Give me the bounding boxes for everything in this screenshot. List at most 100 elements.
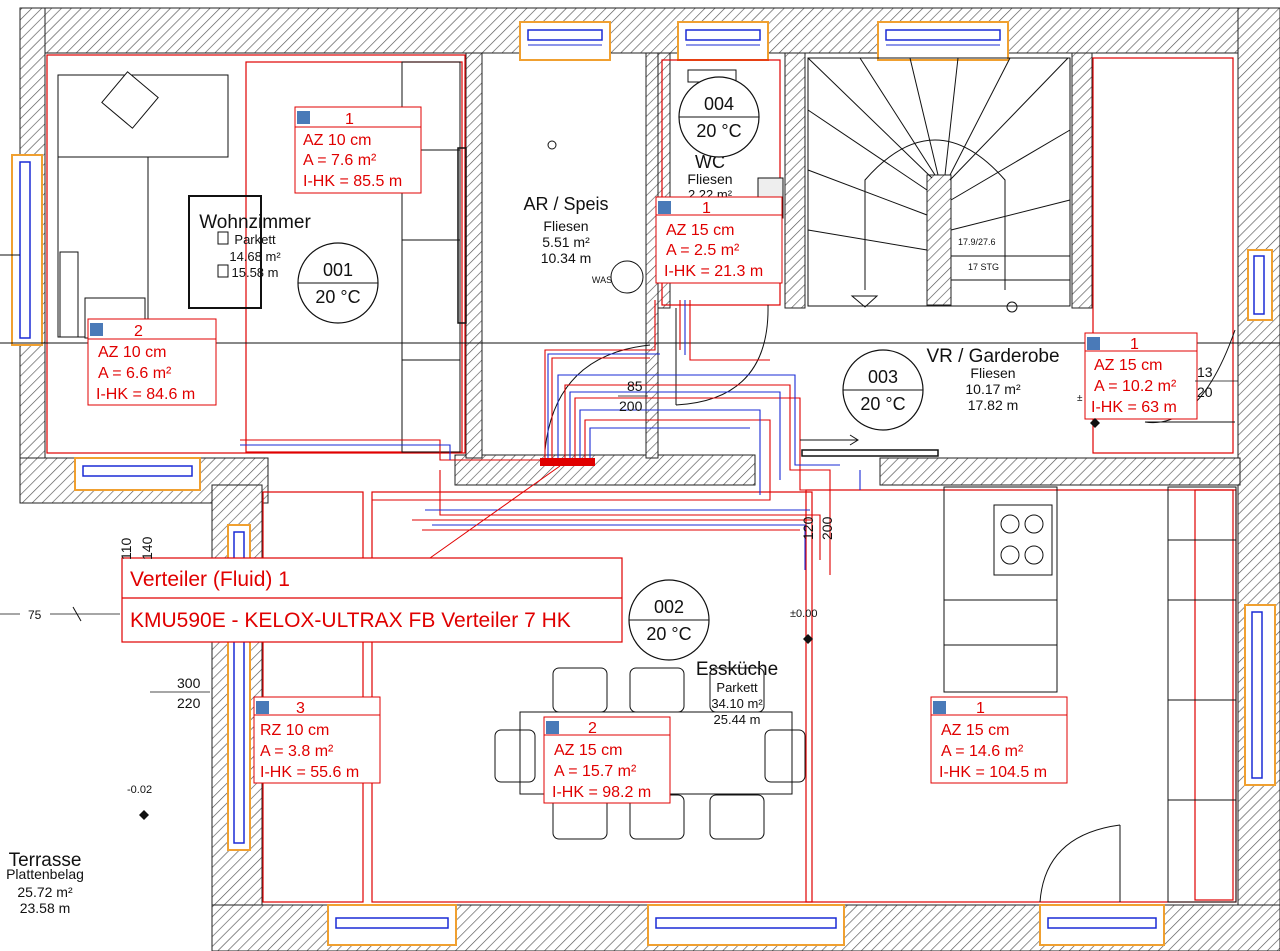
kitchen-counter <box>943 486 1058 693</box>
wardrobe <box>401 61 461 453</box>
svg-text:1: 1 <box>702 200 711 217</box>
window-north-1 <box>519 21 611 61</box>
svg-text:75: 75 <box>28 608 42 622</box>
circuit-label: 3 RZ 10 cm A = 3.8 m² I-HK = 55.6 m <box>253 696 381 784</box>
svg-text:220: 220 <box>177 695 201 711</box>
svg-text:300: 300 <box>177 675 201 691</box>
svg-text:2: 2 <box>134 323 143 340</box>
svg-text:A = 10.2 m²: A = 10.2 m² <box>1094 378 1177 395</box>
level-markers <box>139 418 1100 820</box>
svg-text:±0.00: ±0.00 <box>790 608 817 620</box>
svg-text:200: 200 <box>619 398 643 414</box>
circuit-labels: 1 AZ 10 cm A = 7.6 m² I-HK = 85.5 m 2 AZ… <box>87 106 1198 804</box>
svg-text:-0.02: -0.02 <box>127 784 152 796</box>
window-south-1 <box>327 904 457 946</box>
window-north-3 <box>877 21 1009 61</box>
circuit-label: 1 AZ 15 cm A = 10.2 m² I-HK = 63 m <box>1084 332 1198 420</box>
svg-text:110: 110 <box>118 537 134 560</box>
furniture <box>57 57 1237 903</box>
svg-text:I-HK = 98.2 m: I-HK = 98.2 m <box>552 784 651 801</box>
circuit-label: 1 AZ 15 cm A = 14.6 m² I-HK = 104.5 m <box>930 696 1068 784</box>
circuit-label: 2 AZ 10 cm A = 6.6 m² I-HK = 84.6 m <box>87 318 217 406</box>
svg-text:20 °C: 20 °C <box>696 121 741 141</box>
window-south-2 <box>647 904 845 946</box>
staircase <box>807 57 1071 313</box>
leader-line <box>429 465 561 559</box>
room-bubble-004: 004 20 °C <box>678 76 760 158</box>
tv-cabinet <box>188 195 262 309</box>
svg-text:A = 2.5 m²: A = 2.5 m² <box>666 242 740 259</box>
room-bubble-003: 003 20 °C <box>842 349 924 431</box>
svg-text:20: 20 <box>1197 384 1213 400</box>
room-bubble-002: 002 20 °C <box>628 579 710 661</box>
svg-text:A = 14.6 m²: A = 14.6 m² <box>941 743 1024 760</box>
window-north-2 <box>677 21 769 61</box>
svg-text:AZ 15 cm: AZ 15 cm <box>941 722 1009 739</box>
svg-text:25.72 m²: 25.72 m² <box>17 884 73 900</box>
svg-text:17.9/27.6: 17.9/27.6 <box>958 237 996 247</box>
svg-text:15.58 m: 15.58 m <box>232 265 279 280</box>
svg-text:I-HK = 21.3 m: I-HK = 21.3 m <box>664 263 763 280</box>
room-bubble-001: 001 20 °C <box>297 242 379 324</box>
svg-text:20 °C: 20 °C <box>315 287 360 307</box>
svg-text:Fliesen: Fliesen <box>687 171 732 187</box>
svg-text:140: 140 <box>139 536 155 560</box>
svg-text:A = 3.8 m²: A = 3.8 m² <box>260 743 334 760</box>
svg-text:200: 200 <box>819 516 835 540</box>
window-east-1 <box>1247 249 1273 321</box>
svg-text:Fliesen: Fliesen <box>970 365 1015 381</box>
circuit-icon <box>90 323 103 336</box>
washing-machine <box>610 260 644 294</box>
svg-text:AZ 15 cm: AZ 15 cm <box>666 222 734 239</box>
svg-text:5.51 m²: 5.51 m² <box>542 234 590 250</box>
svg-text:20 °C: 20 °C <box>860 394 905 414</box>
svg-text:25.44 m: 25.44 m <box>714 712 761 727</box>
svg-text:I-HK = 85.5 m: I-HK = 85.5 m <box>303 173 402 190</box>
room-name: Terrasse <box>9 850 82 871</box>
svg-text:AZ 10 cm: AZ 10 cm <box>98 344 166 361</box>
room-bubbles: 001 20 °C 002 20 °C 003 20 °C 004 20 °C <box>297 76 924 661</box>
room-name: Wohnzimmer <box>199 212 311 233</box>
distributor-model: KMU590E - KELOX-ULTRAX FB Verteiler 7 HK <box>130 609 571 632</box>
svg-text:±: ± <box>1077 393 1083 404</box>
window-south-3 <box>1039 904 1165 946</box>
distributor-manifold <box>540 458 595 466</box>
svg-text:AZ 15 cm: AZ 15 cm <box>554 742 622 759</box>
svg-text:1: 1 <box>976 700 985 717</box>
svg-text:1: 1 <box>345 111 354 128</box>
svg-text:A = 6.6 m²: A = 6.6 m² <box>98 365 172 382</box>
svg-text:AZ 10 cm: AZ 10 cm <box>303 132 371 149</box>
circuit-icon <box>1087 337 1100 350</box>
circuit-icon <box>658 201 671 214</box>
svg-text:AZ 15 cm: AZ 15 cm <box>1094 357 1162 374</box>
svg-text:Parkett: Parkett <box>234 232 276 247</box>
svg-text:17 STG: 17 STG <box>968 262 999 272</box>
svg-text:1: 1 <box>1130 336 1139 353</box>
heating-pipes <box>240 300 861 575</box>
window-south-living <box>74 457 201 491</box>
svg-text:10.17 m²: 10.17 m² <box>965 381 1021 397</box>
svg-text:10.34 m: 10.34 m <box>541 250 592 266</box>
circuit-icon <box>933 701 946 714</box>
room-name: AR / Speis <box>523 194 608 214</box>
circuit-icon <box>256 701 269 714</box>
svg-text:I-HK = 104.5 m: I-HK = 104.5 m <box>939 764 1047 781</box>
svg-text:23.58 m: 23.58 m <box>20 900 71 916</box>
svg-text:14.68 m²: 14.68 m² <box>229 249 281 264</box>
svg-text:85: 85 <box>627 378 643 394</box>
svg-text:I-HK = 55.6 m: I-HK = 55.6 m <box>260 764 359 781</box>
distributor-title: Verteiler (Fluid) 1 <box>130 568 290 591</box>
circuit-icon <box>297 111 310 124</box>
svg-text:A = 7.6 m²: A = 7.6 m² <box>303 152 377 169</box>
svg-text:002: 002 <box>654 597 684 617</box>
distributor-label: Verteiler (Fluid) 1 KMU590E - KELOX-ULTR… <box>121 557 623 643</box>
sofa <box>57 71 229 339</box>
svg-text:I-HK = 63 m: I-HK = 63 m <box>1091 399 1177 416</box>
svg-text:A = 15.7 m²: A = 15.7 m² <box>554 763 637 780</box>
dimensions: 85 200 1 20 200 110 140 75 300 220 1 3 20 … <box>0 237 1238 796</box>
svg-text:34.10 m²: 34.10 m² <box>711 696 763 711</box>
svg-text:3: 3 <box>296 700 305 717</box>
circuit-label: 1 AZ 10 cm A = 7.6 m² I-HK = 85.5 m <box>294 106 422 194</box>
svg-text:Parkett: Parkett <box>716 680 758 695</box>
